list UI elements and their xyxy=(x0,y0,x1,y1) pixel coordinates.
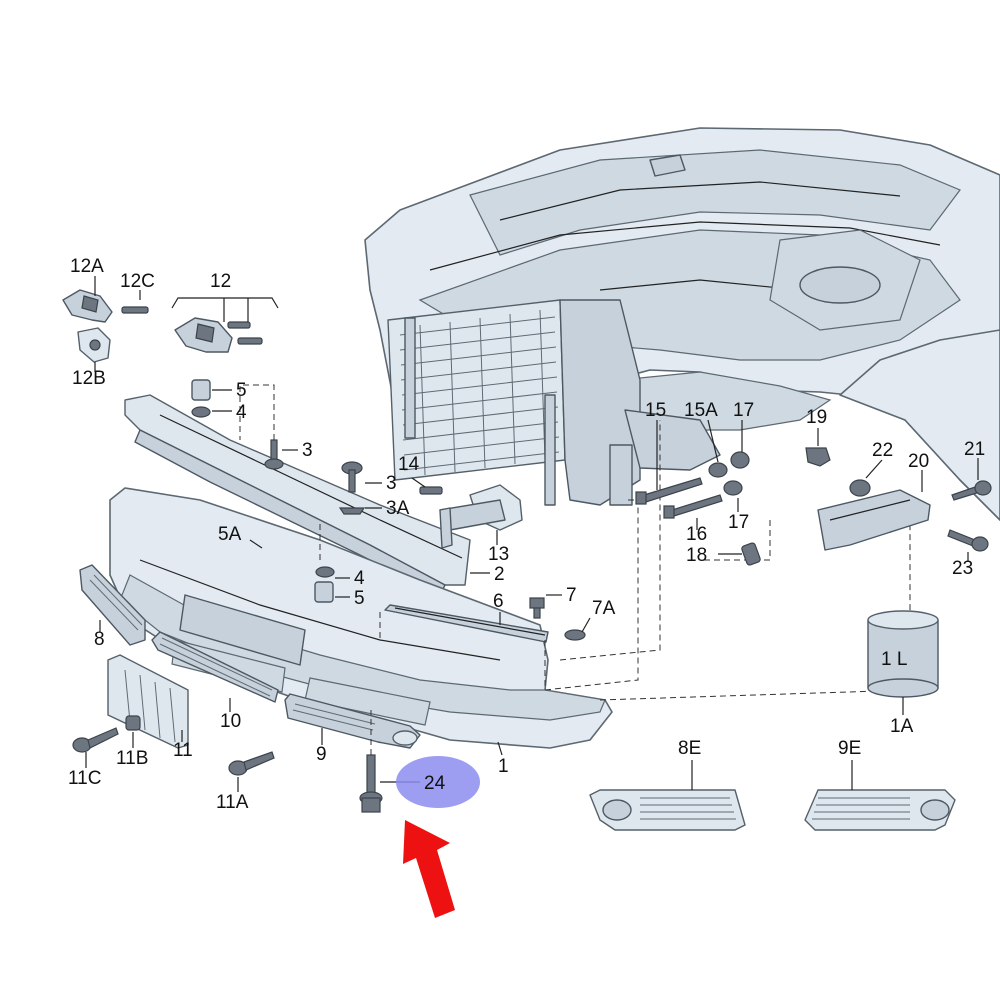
bolt-24 xyxy=(359,710,383,813)
washer-4-bottom xyxy=(315,566,335,578)
spacer-5-top xyxy=(191,379,211,401)
label-4-bottom: 4 xyxy=(354,568,365,589)
bolt-16 xyxy=(663,494,723,519)
label-11: 11 xyxy=(173,740,193,761)
screw-23 xyxy=(947,529,989,552)
leader-lines xyxy=(85,276,979,792)
label-11B: 11B xyxy=(116,748,148,769)
label-20: 20 xyxy=(908,451,929,472)
screw-21 xyxy=(951,480,992,501)
label-11C: 11C xyxy=(68,768,101,789)
clip-18 xyxy=(741,542,761,566)
grille-9E xyxy=(804,789,956,831)
label-23: 23 xyxy=(952,558,973,579)
grille-10 xyxy=(151,631,279,703)
radiator xyxy=(387,299,721,506)
bumper-cover xyxy=(109,487,613,749)
plug-19 xyxy=(805,447,831,467)
bracket-12 xyxy=(171,297,279,353)
part-labels: 12A 12C 12 12B 5 4 3 14 3 3A 13 5A 2 4 5… xyxy=(68,256,985,813)
label-10: 10 xyxy=(220,711,241,732)
red-arrow xyxy=(403,820,455,918)
grille-8E xyxy=(589,789,746,831)
label-3: 3 xyxy=(302,440,313,461)
washer-17-bottom xyxy=(723,480,743,496)
nut-3A xyxy=(338,507,366,515)
label-15A: 15A xyxy=(684,400,718,421)
bolt-3 xyxy=(239,384,284,470)
bracket-12A xyxy=(62,289,113,323)
label-12C: 12C xyxy=(120,271,155,292)
bracket-12B xyxy=(77,327,111,363)
washer-4-top xyxy=(191,406,211,418)
screw-3 xyxy=(341,461,363,493)
part-24-highlight xyxy=(396,756,480,808)
grille-9 xyxy=(284,693,421,749)
label-1A: 1A xyxy=(890,716,914,737)
label-17-top: 17 xyxy=(733,400,754,421)
label-5A: 5A xyxy=(218,524,242,545)
label-13: 13 xyxy=(488,544,509,565)
label-12: 12 xyxy=(210,271,231,292)
paint-can-1A xyxy=(867,610,939,698)
label-24: 24 xyxy=(424,773,446,794)
label-17-bottom: 17 xyxy=(728,512,749,533)
label-2: 2 xyxy=(494,564,505,585)
label-3b: 3 xyxy=(386,473,397,494)
bracket-13 xyxy=(439,484,523,549)
label-19: 19 xyxy=(806,407,827,428)
grommet-22 xyxy=(849,479,871,497)
plate-bracket-11 xyxy=(107,654,189,749)
label-22: 22 xyxy=(872,440,893,461)
label-6: 6 xyxy=(493,591,504,612)
label-4-top: 4 xyxy=(236,402,247,423)
bolt-15 xyxy=(635,477,703,505)
trim-strip-6 xyxy=(384,604,549,643)
spacer-5-bottom xyxy=(314,581,334,603)
clip-7 xyxy=(529,597,545,619)
label-1L: 1 L xyxy=(881,649,907,670)
clip-7A xyxy=(564,629,586,641)
label-5-top: 5 xyxy=(236,380,247,401)
label-7: 7 xyxy=(566,585,577,606)
label-16: 16 xyxy=(686,524,707,545)
label-12B: 12B xyxy=(72,368,106,389)
label-5-bottom: 5 xyxy=(354,588,365,609)
nut-11B xyxy=(125,715,141,731)
label-1: 1 xyxy=(498,756,509,777)
label-8: 8 xyxy=(94,629,105,650)
label-12A: 12A xyxy=(70,256,104,277)
label-3A: 3A xyxy=(386,498,410,519)
label-8E: 8E xyxy=(678,738,701,759)
bracket-20 xyxy=(817,489,931,551)
grille-8 xyxy=(79,564,146,646)
label-9: 9 xyxy=(316,744,327,765)
label-14: 14 xyxy=(398,454,420,475)
label-15: 15 xyxy=(645,400,666,421)
label-9E: 9E xyxy=(838,738,861,759)
label-18: 18 xyxy=(686,545,707,566)
bolt-14 xyxy=(419,486,443,495)
nut-17-top xyxy=(730,451,750,469)
label-7A: 7A xyxy=(592,598,616,619)
bolt-12C xyxy=(121,290,149,314)
washer-15A xyxy=(708,462,728,478)
screw-11C xyxy=(72,727,119,753)
label-11A: 11A xyxy=(216,792,249,813)
label-21: 21 xyxy=(964,439,985,460)
screw-11A xyxy=(228,751,275,776)
